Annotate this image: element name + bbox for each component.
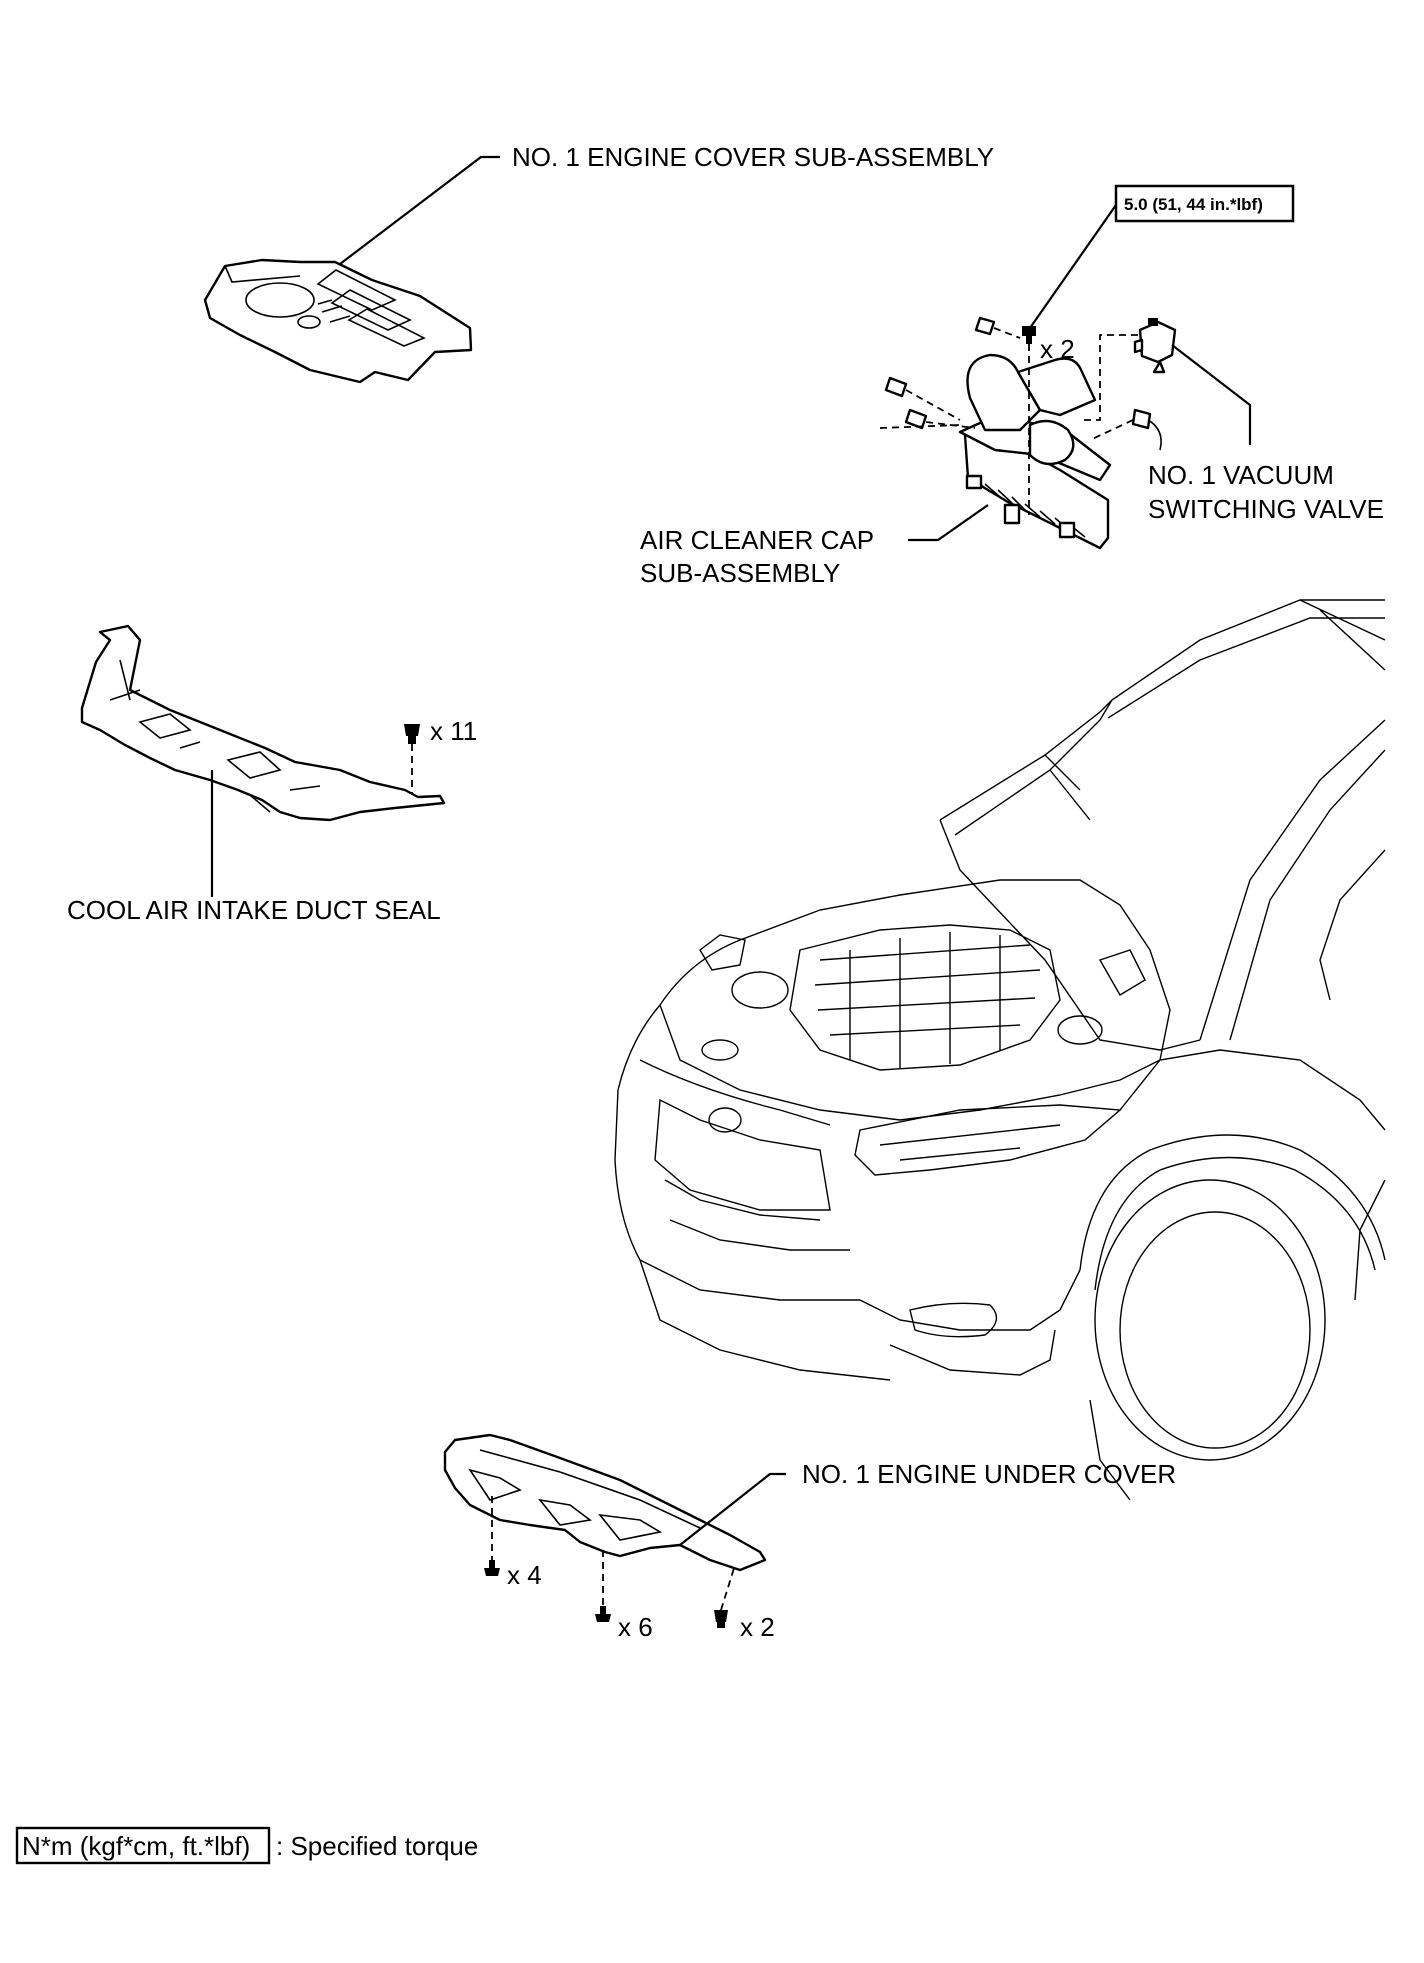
engine-under-cover-drawing [443, 1433, 767, 1572]
duct-seal-clip-qty: x 11 [430, 716, 477, 746]
duct-seal-label: COOL AIR INTAKE DUCT SEAL [67, 895, 441, 925]
hose-guide-1 [993, 327, 1021, 339]
torque-spec-box [1114, 184, 1295, 223]
torque-spec-value: 5.0 (51, 44 in.*lbf) [1124, 195, 1263, 214]
air-cleaner-leader [908, 504, 989, 542]
hose-guide-4 [925, 421, 976, 429]
legend-unit-text: N*m (kgf*cm, ft.*lbf) [22, 1831, 250, 1861]
engine-cover-leader [339, 155, 500, 265]
hose-guide-3 [879, 424, 961, 429]
under-cover-screw-qty: x 2 [740, 1612, 775, 1642]
engine-cover-label: NO. 1 ENGINE COVER SUB-ASSEMBLY [512, 142, 994, 172]
duct-seal-clip-icon [404, 724, 420, 744]
legend-unit-box [15, 1826, 271, 1865]
under-cover-screw-guide [720, 1564, 736, 1611]
hose-guide-5 [1089, 419, 1134, 441]
hose-connectors-drawing [884, 316, 1162, 451]
air-cleaner-bolt-icon [1022, 326, 1036, 344]
under-cover-label: NO. 1 ENGINE UNDER COVER [802, 1459, 1176, 1489]
air-cleaner-bolt-qty: x 2 [1040, 334, 1075, 364]
under-cover-bolt-b-qty: x 6 [618, 1612, 653, 1642]
under-cover-bolt-a-icon [484, 1560, 500, 1576]
vacuum-valve-label-line1: NO. 1 VACUUM [1148, 460, 1334, 490]
air-cleaner-cap-drawing [958, 353, 1112, 550]
under-cover-screw-icon [714, 1610, 728, 1628]
vacuum-switching-valve-drawing [1133, 318, 1177, 374]
torque-leader [1029, 204, 1117, 329]
under-cover-leader [679, 1472, 786, 1546]
vacuum-valve-label-line2: SWITCHING VALVE [1148, 494, 1384, 524]
engine-cover-drawing [203, 258, 473, 384]
duct-seal-drawing [80, 624, 446, 822]
hose-guide-2 [905, 389, 961, 421]
under-cover-bolt-a-qty: x 4 [507, 1560, 542, 1590]
legend-description: : Specified torque [276, 1831, 478, 1861]
air-cleaner-label-line2: SUB-ASSEMBLY [640, 558, 840, 588]
air-cleaner-label-line1: AIR CLEANER CAP [640, 525, 874, 555]
vacuum-valve-leader [1171, 344, 1252, 445]
under-cover-bolt-b-icon [595, 1606, 611, 1622]
vacuum-valve-guide [1082, 334, 1138, 421]
vehicle-front-drawing [614, 599, 1386, 1501]
